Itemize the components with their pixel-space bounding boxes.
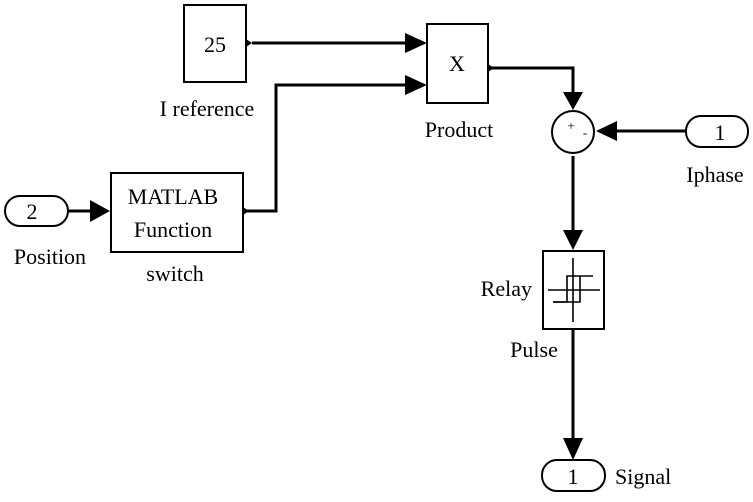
inport-iphase[interactable]: 1: [685, 115, 749, 148]
sum-plus-sign: +: [567, 118, 574, 133]
constant-output-port: [246, 39, 252, 47]
product-block[interactable]: X: [426, 23, 494, 104]
product-label: Product: [425, 117, 493, 142]
line-switch-to-product[interactable]: [244, 83, 405, 213]
arrow-sum-in2: [596, 121, 617, 141]
matlab-function-label: switch: [146, 261, 203, 286]
arrow-product-in2: [405, 75, 427, 95]
arrow-relay-in: [563, 230, 583, 250]
product-output-port: [488, 64, 494, 72]
outport-signal-label: Signal: [615, 464, 671, 489]
inport-position[interactable]: 2: [4, 195, 69, 227]
outport-signal[interactable]: 1: [541, 459, 606, 492]
matlab-function-block[interactable]: MATLAB Function: [110, 172, 249, 253]
inport-iphase-number: 1: [715, 120, 726, 145]
inport-position-number: 2: [27, 199, 38, 224]
relay-hysteresis-icon: [548, 258, 600, 322]
arrow-signal-in: [563, 438, 583, 460]
relay-block[interactable]: [542, 250, 605, 330]
arrow-sum-in1: [563, 92, 583, 110]
constant-block[interactable]: 25: [183, 4, 252, 83]
relay-block-name: Pulse: [510, 337, 558, 362]
matlab-function-output-port: [243, 207, 249, 215]
matlab-function-line1: MATLAB: [128, 184, 218, 209]
line-product-to-sum[interactable]: [488, 66, 575, 92]
arrow-switch-in: [90, 200, 110, 222]
outport-signal-number: 1: [568, 464, 579, 489]
sum-minus-sign: -: [583, 125, 587, 140]
product-symbol: X: [449, 51, 465, 76]
signal-lines: [68, 33, 686, 460]
relay-label: Relay: [481, 276, 532, 301]
inport-position-label: Position: [14, 244, 86, 269]
arrow-product-in1: [405, 33, 427, 53]
matlab-function-line2: Function: [134, 217, 212, 242]
constant-value: 25: [204, 32, 226, 57]
sum-block[interactable]: + -: [551, 110, 595, 154]
constant-label: I reference: [160, 96, 255, 121]
inport-iphase-label: Iphase: [686, 162, 743, 187]
